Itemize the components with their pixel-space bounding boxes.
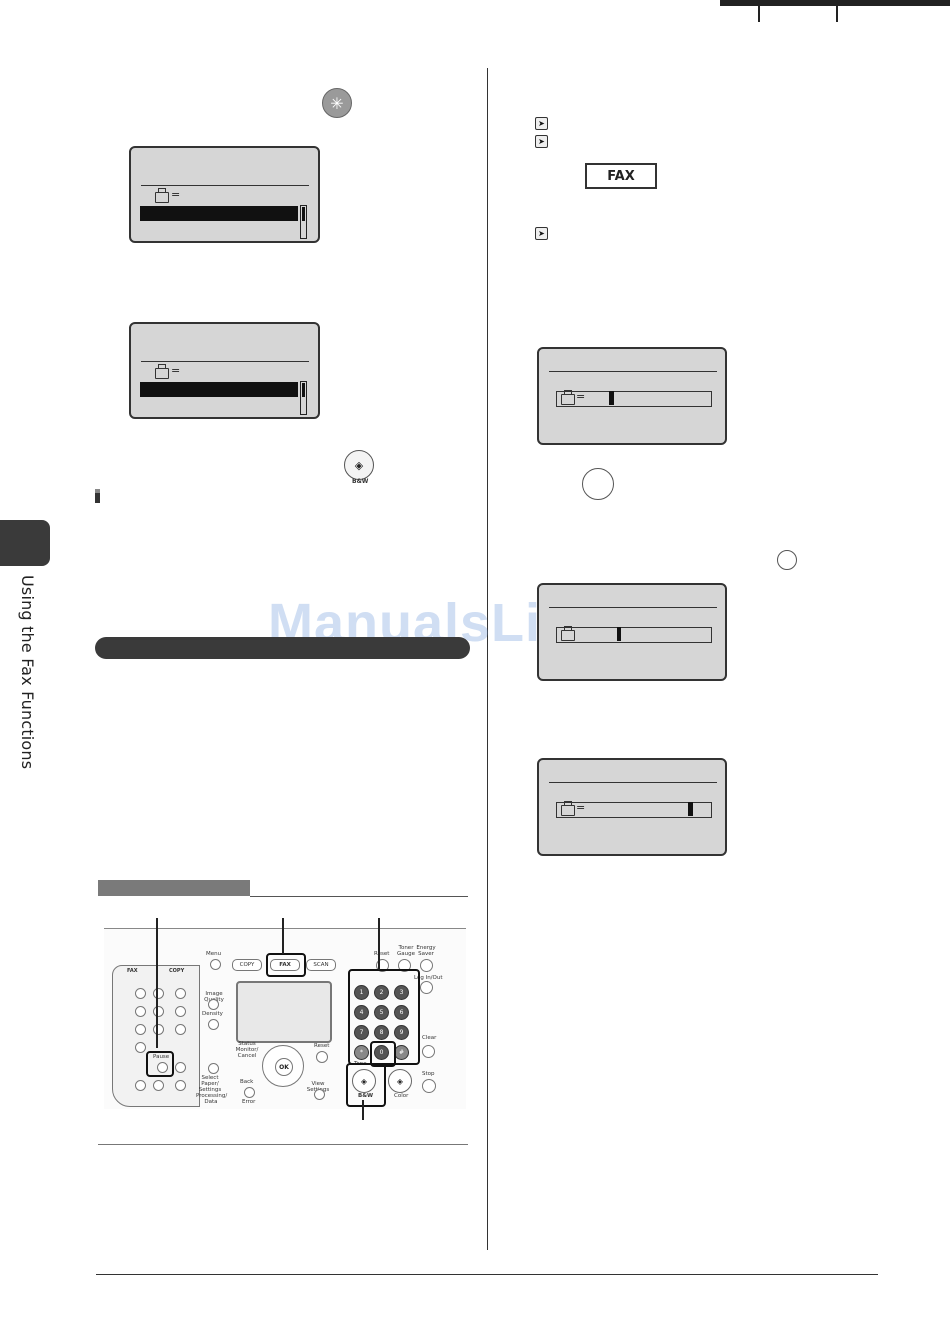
fax-icon <box>155 364 169 379</box>
arrow-bullet-icon: ➤ <box>535 135 548 148</box>
figure-bottom-rule <box>98 1144 468 1145</box>
fax-button-icon: FAX <box>585 163 657 189</box>
lcd-cursor <box>688 802 693 816</box>
panel-display <box>236 981 332 1043</box>
fax-icon <box>561 390 575 405</box>
lcd-highlight-row <box>140 382 298 397</box>
pointer-line-4 <box>362 1100 364 1120</box>
lcd-cursor <box>609 391 614 405</box>
column-divider <box>487 68 488 1250</box>
lcd-scrollbar <box>300 205 307 239</box>
asterisk-key-icon: ✳ <box>322 88 352 118</box>
start-bw-icon: ◈ <box>344 450 374 480</box>
corner-mark-tick-1 <box>758 0 760 22</box>
corner-mark-right <box>720 0 950 6</box>
start-color-panel: ◈ <box>388 1069 412 1093</box>
lcd-screen-2: = <box>129 322 320 419</box>
arrow-bullet-icon: ➤ <box>535 117 548 130</box>
pointer-line-1 <box>156 918 158 1048</box>
fax-icon <box>561 801 575 816</box>
chapter-tab <box>0 520 50 566</box>
lcd-scrollbar <box>300 381 307 415</box>
fax-icon <box>155 188 169 203</box>
arrow-bullet-icon: ➤ <box>535 227 548 240</box>
pointer-line-2 <box>282 918 284 954</box>
control-panel-illustration: FAX COPY Pause Menu Image Quality Densit… <box>98 928 468 1109</box>
pointer-line-3 <box>378 918 380 970</box>
blank-key-icon <box>582 468 614 500</box>
lcd-screen-3: = <box>537 347 727 445</box>
dpad: OK <box>262 1045 304 1087</box>
corner-mark-tick-2 <box>836 0 838 22</box>
lcd-screen-4 <box>537 583 727 681</box>
small-key-icon <box>777 550 797 570</box>
chapter-title: Using the Fax Functions <box>18 575 37 770</box>
lcd-highlight-row <box>140 206 298 221</box>
lcd-cursor <box>617 627 621 641</box>
footer-rule <box>96 1274 878 1275</box>
highlight-pause <box>146 1051 174 1077</box>
section-header-bar <box>95 637 470 659</box>
figure-caption-rule <box>250 896 468 897</box>
start-bw-panel: ◈ <box>352 1069 376 1093</box>
highlight-start-bw <box>346 1063 386 1107</box>
pencil-note-icon <box>95 489 100 503</box>
start-bw-label: B&W <box>352 478 369 485</box>
lcd-screen-5: = <box>537 758 727 856</box>
fax-icon <box>561 626 575 641</box>
highlight-fax-button <box>266 953 306 977</box>
figure-caption-tab <box>98 880 250 896</box>
lcd-screen-1: = <box>129 146 320 243</box>
